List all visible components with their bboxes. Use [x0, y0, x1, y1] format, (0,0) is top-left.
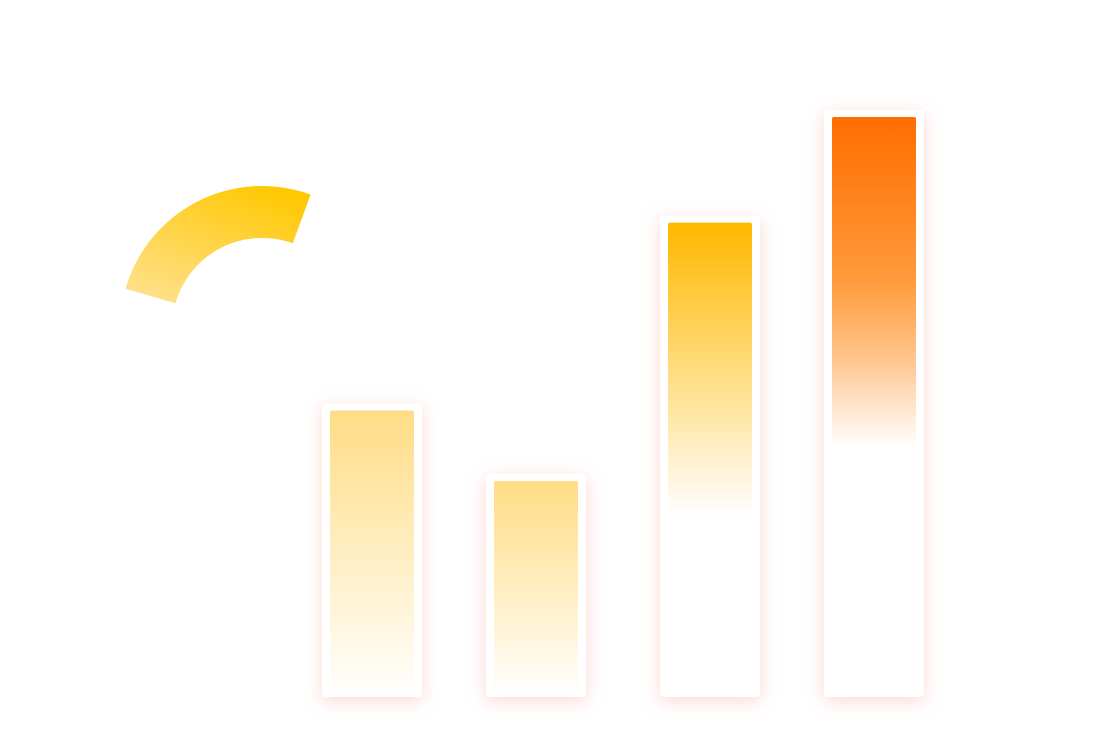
bar-1	[322, 403, 422, 697]
donut-arc-group	[125, 185, 311, 304]
donut-arc-slice	[125, 185, 311, 304]
bar-1-fill	[330, 410, 414, 697]
bar-4-fill	[832, 117, 916, 697]
bar-4	[824, 110, 924, 697]
bar-3-fill	[668, 222, 752, 697]
bar-2	[486, 473, 586, 697]
bar-series-group	[322, 110, 924, 697]
bar-3	[660, 215, 760, 697]
bar-2-fill	[494, 480, 578, 697]
